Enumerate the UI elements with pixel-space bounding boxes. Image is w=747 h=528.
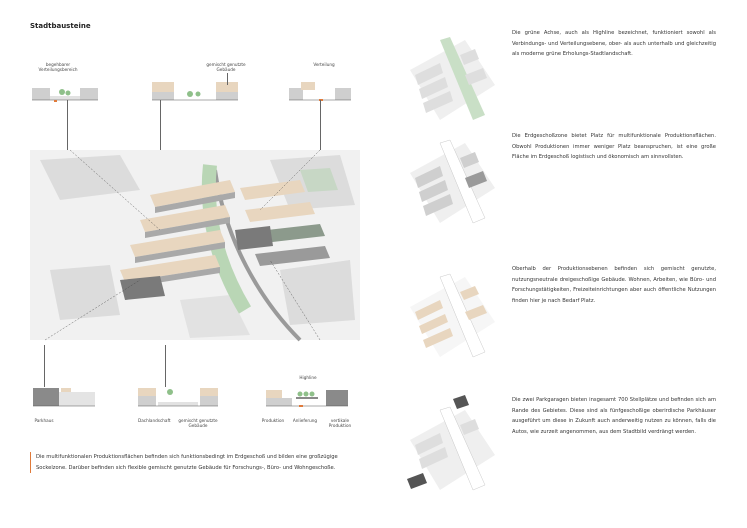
axonometric-site-plan <box>30 149 360 342</box>
label-produktion: Produktion <box>261 418 285 423</box>
label-parkhaus: Parkhaus <box>34 418 54 423</box>
caption-text: Die multifunktionalen Produktionsflächen… <box>30 452 359 473</box>
label-gemischt-genutzte-gebaeude: gemischt genutzte Gebäude <box>178 418 218 428</box>
section-diagram-right <box>289 82 351 101</box>
section-diagram-left <box>32 88 98 102</box>
description-parkgaragen: Die zwei Parkgaragen bieten insgesamt 70… <box>512 397 716 435</box>
thumb-highline <box>410 37 495 120</box>
section-diagram-parkhaus <box>33 388 95 407</box>
thumb-parkgaragen <box>407 395 495 491</box>
connector-line <box>67 100 68 150</box>
connector-line <box>227 73 228 85</box>
label-verteilungsbereich: begehbarer Verteilungsbereich <box>38 62 78 72</box>
section-diagram-middle <box>152 82 238 101</box>
description-gemischt-genutzt: Oberhalb der Produktionsebenen befinden … <box>512 266 716 304</box>
description-highline: Die grüne Achse, auch als Highline bezei… <box>512 30 716 57</box>
label-verteilung: Verteilung <box>313 62 335 67</box>
description-erdgeschoss: Die Erdgeschoßzone bietet Platz für mult… <box>512 133 716 160</box>
label-gemischt-genutzt: gemischt genutzte Gebäude <box>206 62 246 72</box>
connector-line <box>44 345 45 387</box>
label-vertikale-produktion: vertikale Produktion <box>328 418 352 428</box>
label-dachlandschaft: Dachlandschaft <box>138 418 171 423</box>
section-diagram-produktion <box>266 390 348 407</box>
page-title: Stadtbausteine <box>30 22 91 30</box>
thumb-gemischt-genutzt <box>410 273 495 358</box>
label-highline: Highline <box>299 375 317 380</box>
connector-line <box>165 345 166 387</box>
section-diagram-dachlandschaft <box>138 388 218 407</box>
thumb-erdgeschoss <box>410 139 495 224</box>
label-anlieferung: Anlieferung <box>292 418 318 423</box>
